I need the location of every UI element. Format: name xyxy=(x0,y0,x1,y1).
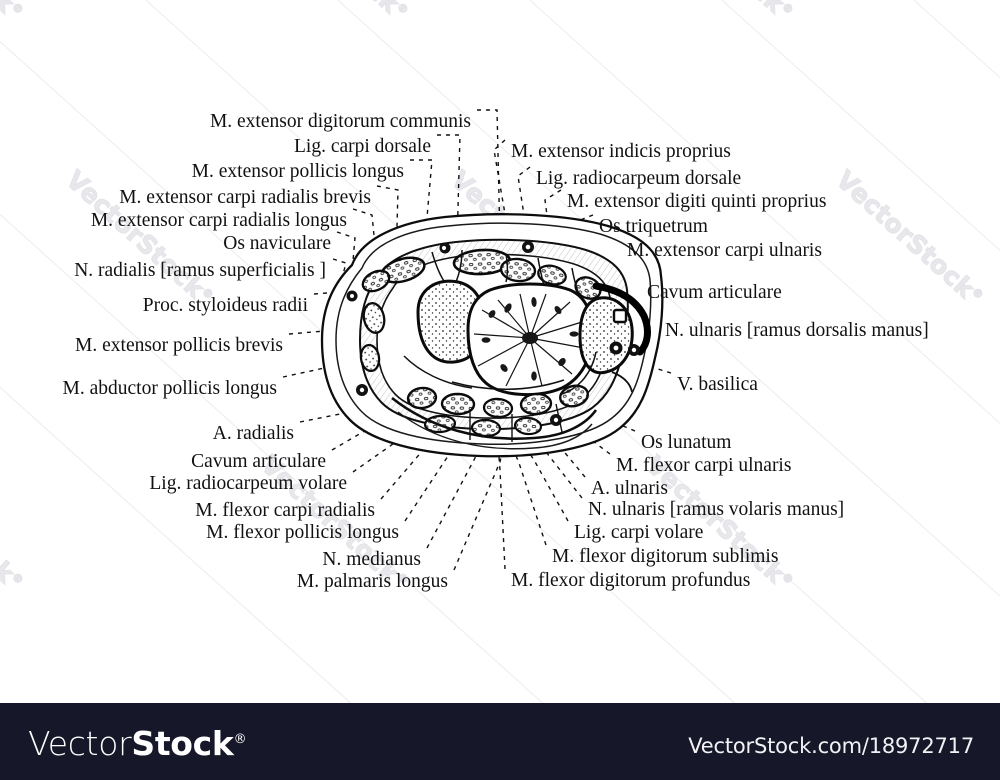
anatomy-label: N. medianus xyxy=(322,549,421,570)
anatomy-label: M. extensor carpi radialis longus xyxy=(90,210,347,231)
trabecular-specks xyxy=(481,297,579,381)
anatomy-label: V. basilica xyxy=(677,374,758,395)
anatomy-label: M. extensor digitorum communis xyxy=(209,111,471,132)
anatomy-label: M. extensor carpi ulnaris xyxy=(627,240,822,261)
anatomy-label: Os triquetrum xyxy=(599,216,708,237)
carpal-bones xyxy=(416,279,651,397)
anatomy-label: Os naviculare xyxy=(223,233,331,254)
anatomy-label: Os lunatum xyxy=(641,432,732,453)
vectorstock-url: VectorStock.com/18972717 xyxy=(688,734,974,758)
anatomy-label: M. flexor carpi radialis xyxy=(195,500,375,521)
radial-structures xyxy=(346,290,386,396)
anatomy-label: N. radialis [ramus superficialis ] xyxy=(74,260,326,281)
registered-trademark-icon: ® xyxy=(233,732,247,747)
anatomy-label: N. ulnaris [ramus volaris manus] xyxy=(588,499,845,520)
anatomy-label: M. extensor indicis proprius xyxy=(511,141,731,162)
anatomy-label: M. abductor pollicis longus xyxy=(62,378,277,399)
trabecular-pattern xyxy=(473,293,585,387)
dorsal-extensor-tendons xyxy=(361,241,602,300)
logo-text-stock: Stock xyxy=(131,724,234,763)
anatomy-label: M. flexor digitorum profundus xyxy=(511,570,751,591)
anatomy-label: M. extensor carpi radialis brevis xyxy=(119,187,371,208)
anatomy-label: Cavum articulare xyxy=(647,282,782,303)
anatomy-label: A. radialis xyxy=(212,423,294,444)
anatomy-label: M. extensor pollicis longus xyxy=(191,161,404,182)
anatomy-label: A. ulnaris xyxy=(591,478,668,499)
anatomy-label: Lig. carpi dorsale xyxy=(294,136,431,157)
anatomy-label: M. extensor pollicis brevis xyxy=(75,335,283,356)
vectorstock-footer-bar: VectorStock® VectorStock.com/18972717 xyxy=(0,703,1000,780)
anatomy-label: M. extensor digiti quinti proprius xyxy=(567,191,827,212)
anatomy-label: Lig. radiocarpeum dorsale xyxy=(536,168,742,189)
anatomy-label: M. palmaris longus xyxy=(296,571,448,592)
anatomy-label: Cavum articulare xyxy=(191,451,326,472)
anatomy-label: M. flexor carpi ulnaris xyxy=(616,455,792,476)
ulnar-structures xyxy=(609,308,640,393)
palmar-detail xyxy=(403,351,597,395)
volar-flexor-tendons xyxy=(391,384,598,450)
anatomy-label: N. ulnaris [ramus dorsalis manus] xyxy=(665,320,929,341)
anatomy-label: Proc. styloideus radii xyxy=(142,295,308,316)
anatomy-label: Lig. carpi volare xyxy=(574,522,704,543)
anatomy-label: Lig. radiocarpeum volare xyxy=(149,473,347,494)
vectorstock-logo: VectorStock® xyxy=(28,724,247,763)
logo-text-vector: Vector xyxy=(28,724,132,763)
anatomy-label: M. flexor pollicis longus xyxy=(206,522,399,543)
anatomy-label: M. flexor digitorum sublimis xyxy=(552,546,779,567)
